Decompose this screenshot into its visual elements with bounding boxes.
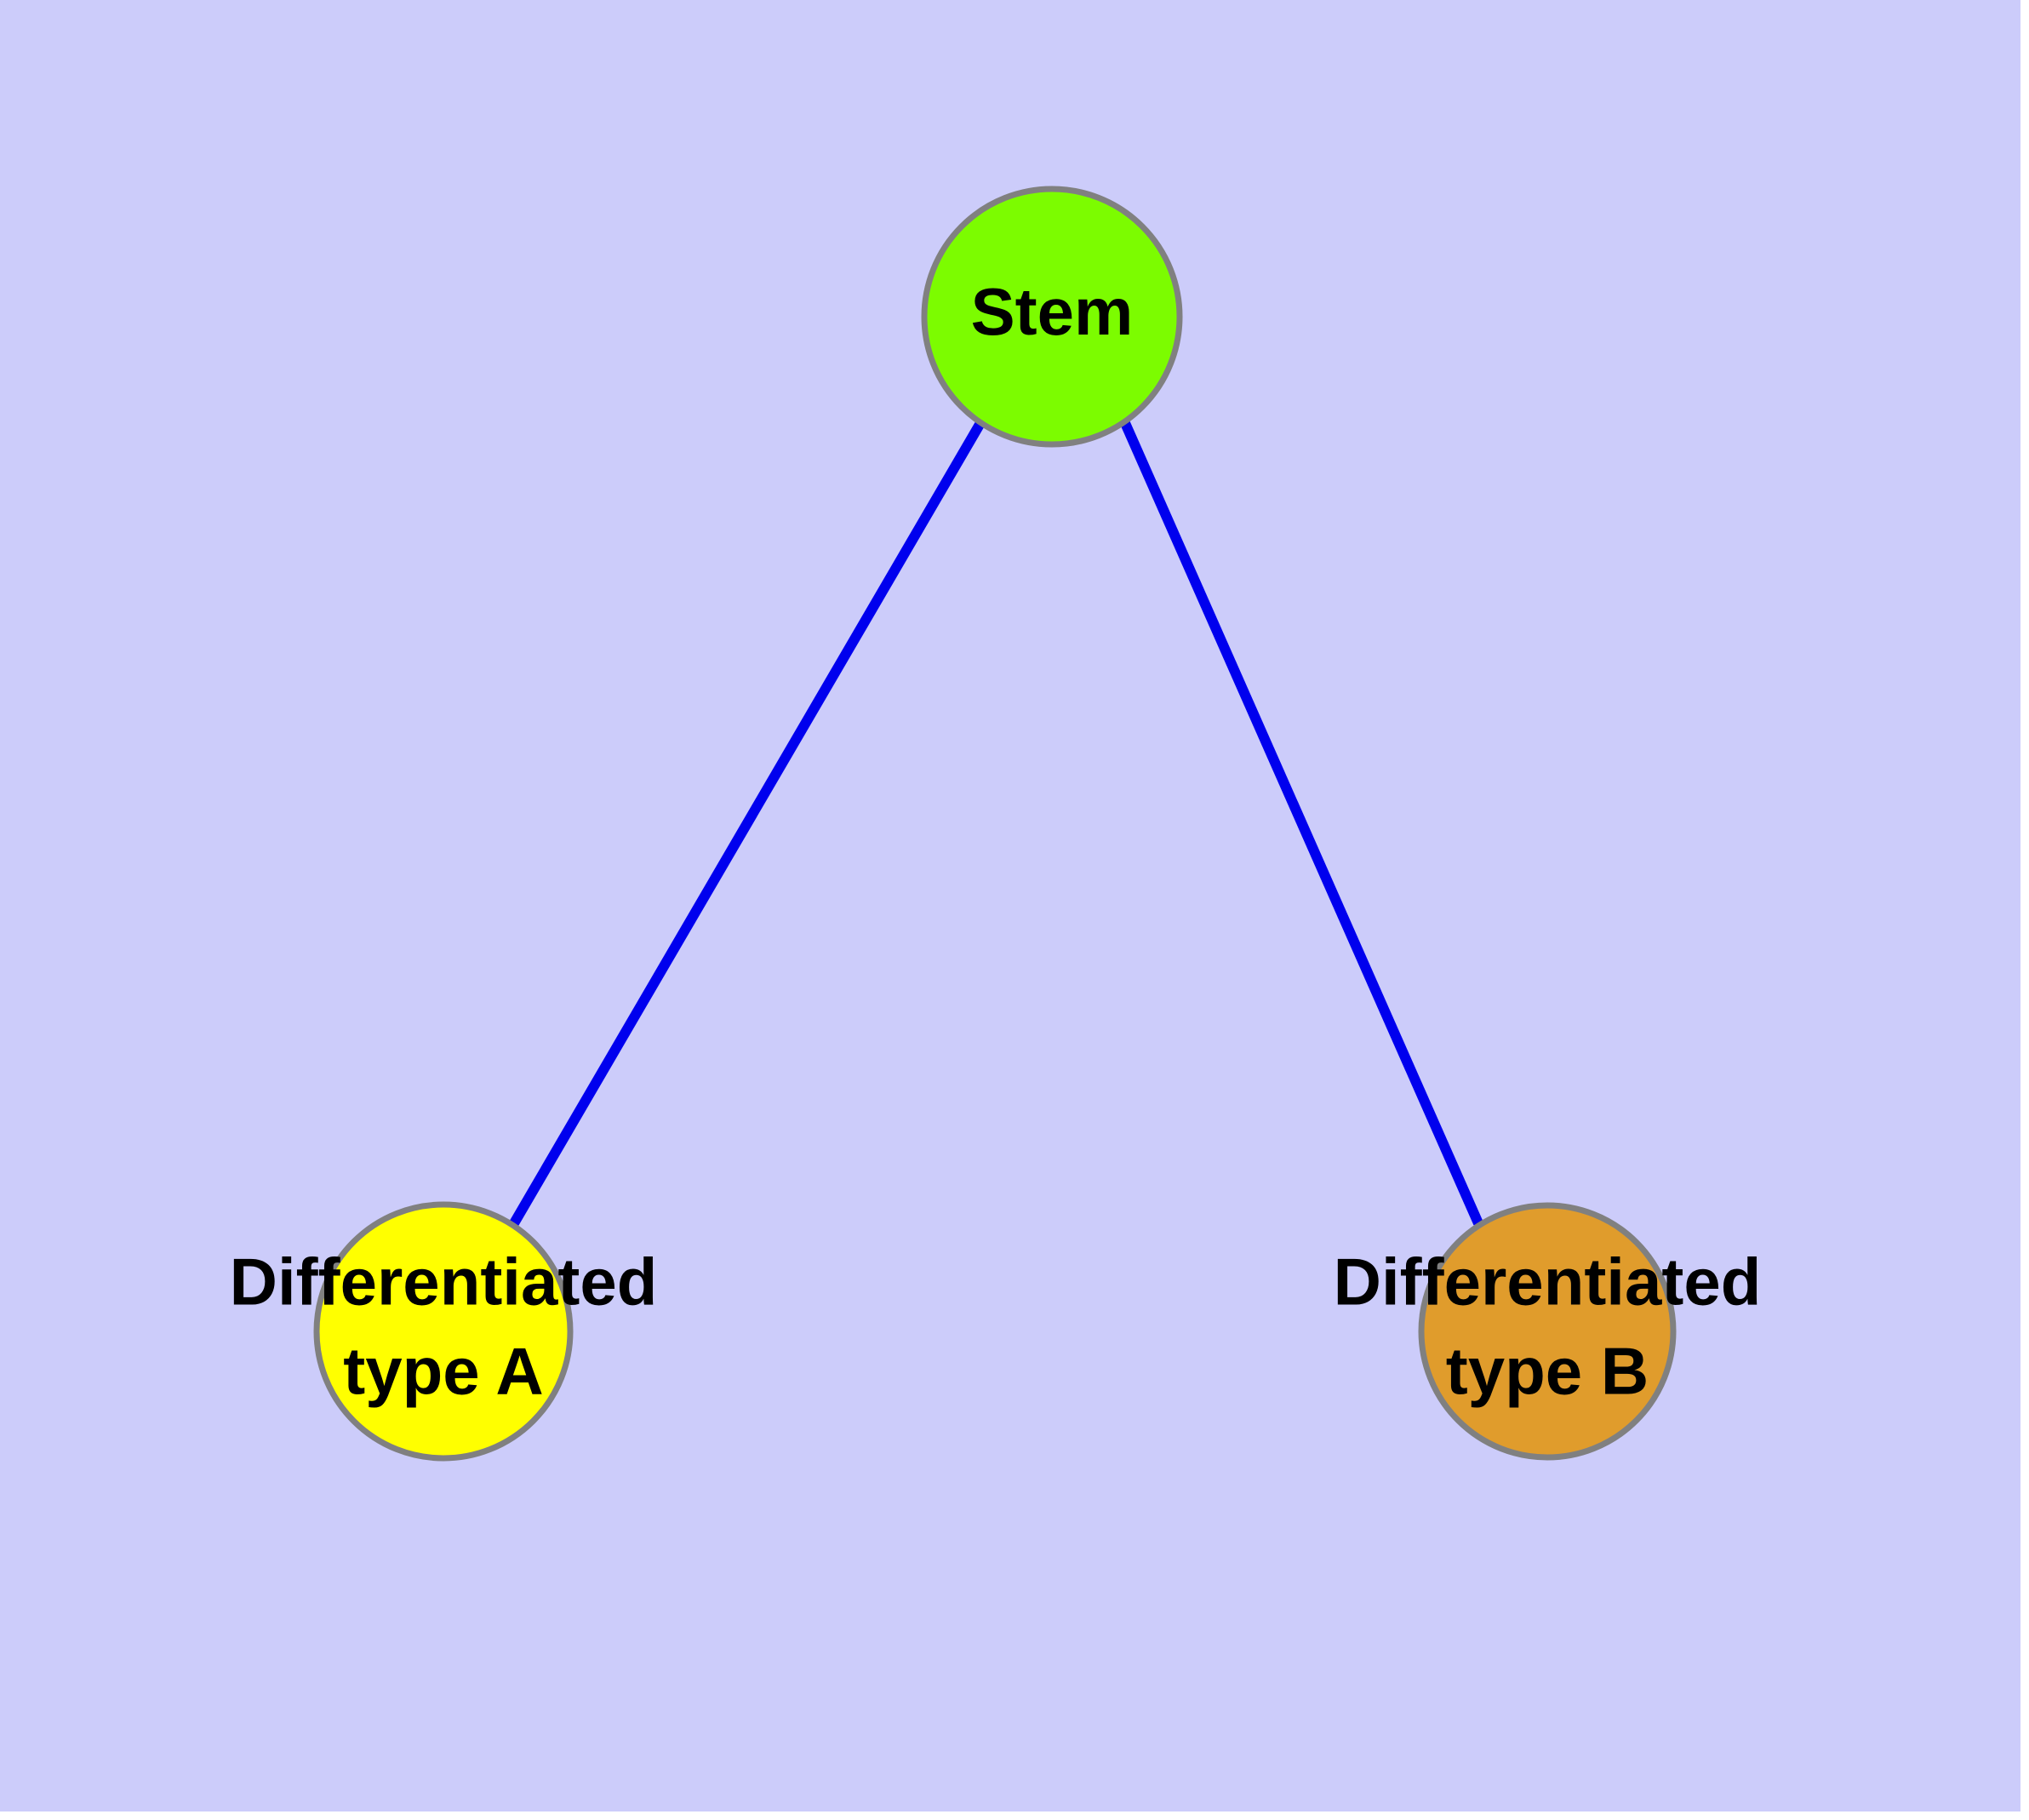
- nodes-layer: [313, 186, 1677, 1462]
- graph-node-stem[interactable]: [921, 186, 1183, 448]
- graph-node-label-line: type B: [1446, 1333, 1649, 1408]
- graph-node-label-diff_b: Differentiated type B: [1334, 1244, 1762, 1408]
- graph-edge-stem-diff_a[interactable]: [509, 420, 986, 1227]
- graph-edge-stem-diff_b[interactable]: [1120, 421, 1483, 1226]
- graph-node-label-diff_a: Differentiated type A: [230, 1244, 658, 1408]
- graph-node-label-stem: Stem: [971, 274, 1134, 349]
- graph-node-label-line: Differentiated: [1334, 1244, 1762, 1319]
- graph-node-label-line: type A: [343, 1333, 544, 1408]
- graph-node-diff_a[interactable]: [313, 1201, 574, 1462]
- graph-node-diff_b[interactable]: [1418, 1202, 1677, 1461]
- edges-layer: [509, 420, 1483, 1227]
- graph-node-label-line: Differentiated: [230, 1244, 658, 1319]
- graph-node-label-line: Stem: [971, 274, 1134, 349]
